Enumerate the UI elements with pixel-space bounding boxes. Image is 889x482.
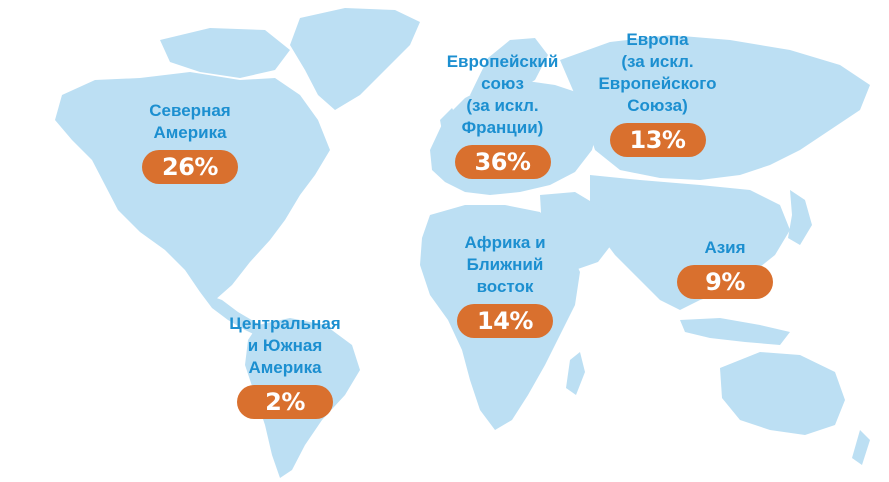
percent-badge: 2%	[237, 385, 333, 419]
percent-badge: 26%	[142, 150, 238, 184]
region-name: Европа (за искл. Европейского Союза)	[598, 30, 717, 115]
region-asia: Азия 9%	[660, 237, 790, 299]
region-european-union: Европейский союз (за искл. Франции) 36%	[430, 51, 575, 179]
landmass-scandinavia	[470, 38, 548, 100]
region-central-south-america: Центральная и Южная Америка 2%	[210, 313, 360, 419]
landmass-indonesia	[680, 318, 790, 345]
percent-badge: 36%	[454, 145, 551, 179]
landmass-australia	[720, 352, 845, 435]
region-africa-middle-east: Африка и Ближний восток 14%	[430, 232, 580, 338]
landmass-british-isles	[440, 108, 460, 142]
region-europe-non-eu: Европа (за искл. Европейского Союза) 13%	[580, 29, 735, 157]
landmass-japan	[788, 190, 812, 245]
region-name: Центральная и Южная Америка	[229, 314, 341, 377]
region-name: Африка и Ближний восток	[464, 233, 546, 296]
percent-badge: 14%	[457, 304, 553, 338]
landmass-madagascar	[566, 352, 585, 395]
percent-badge: 9%	[677, 265, 773, 299]
landmass-arctic-islands	[160, 28, 290, 78]
region-name: Северная Америка	[149, 101, 231, 142]
landmass-north-america	[55, 72, 330, 300]
region-north-america: Северная Америка 26%	[125, 100, 255, 184]
region-name: Европейский союз (за искл. Франции)	[446, 52, 559, 137]
landmass-new-zealand	[852, 430, 870, 465]
landmass-central-america	[200, 292, 268, 338]
landmass-greenland	[290, 8, 420, 110]
region-name: Азия	[704, 238, 746, 257]
percent-badge: 13%	[609, 123, 706, 157]
